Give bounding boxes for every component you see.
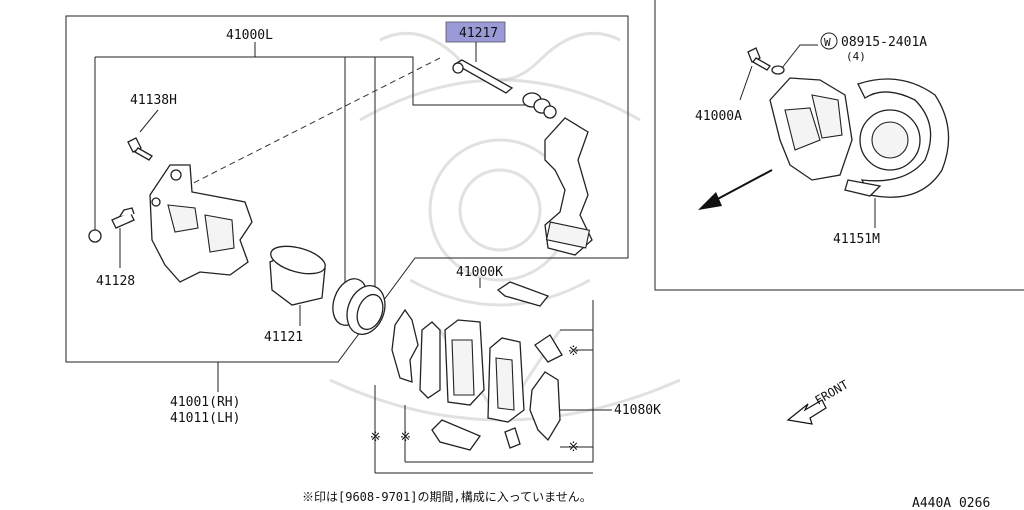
pin-axis-dashed xyxy=(149,57,441,206)
label-41001-rh[interactable]: 41001(RH) xyxy=(170,395,240,410)
pad-clip[interactable] xyxy=(496,281,550,307)
wear-indicator[interactable] xyxy=(504,334,563,449)
direction-arrow-icon xyxy=(698,169,773,210)
bolt-41138h[interactable] xyxy=(127,137,153,161)
label-41151m[interactable]: 41151M xyxy=(833,232,880,247)
brake-pad-inner[interactable] xyxy=(487,337,525,423)
piston-41121[interactable] xyxy=(268,241,328,306)
label-41011-lh[interactable]: 41011(LH) xyxy=(170,411,240,426)
pin-boot[interactable] xyxy=(522,92,557,119)
anti-squeal-plate[interactable] xyxy=(419,321,441,399)
label-41121[interactable]: 41121 xyxy=(264,330,303,345)
footnote: ※印は[9608-9701]の期間,構成に入っていません。 xyxy=(302,490,592,504)
piston-boot[interactable] xyxy=(341,280,392,339)
dust-shield[interactable] xyxy=(844,78,950,198)
inner-shim[interactable] xyxy=(529,371,561,442)
washer-mark-circle xyxy=(820,32,838,50)
label-41080k[interactable]: 41080K xyxy=(614,403,661,418)
label-washer-mark: W xyxy=(824,36,831,49)
main-frame xyxy=(65,15,629,363)
ref-mark-2: ※ xyxy=(370,430,381,445)
outer-shim[interactable] xyxy=(391,308,419,383)
caliper-pin[interactable] xyxy=(452,59,514,94)
ref-mark-3: ※ xyxy=(400,430,411,445)
caliper-body[interactable] xyxy=(149,164,253,283)
torque-member[interactable] xyxy=(544,117,593,256)
label-41217[interactable]: 41217 xyxy=(459,26,498,41)
label-41000l[interactable]: 41000L xyxy=(226,28,273,43)
right-panel-frame xyxy=(654,0,1024,291)
front-arrow-icon xyxy=(786,399,827,425)
label-41138h[interactable]: 41138H xyxy=(130,93,177,108)
bleeder-41128[interactable] xyxy=(88,207,135,243)
ref-mark-4: ※ xyxy=(568,440,579,455)
caliper-assembly-a[interactable] xyxy=(769,77,853,181)
label-41000a[interactable]: 41000A xyxy=(695,109,742,124)
pad-retainer[interactable] xyxy=(431,419,482,451)
label-41128[interactable]: 41128 xyxy=(96,274,135,289)
figure-code: A440A 0266 xyxy=(912,496,990,510)
washer[interactable] xyxy=(771,65,785,75)
label-washer-qty: (4) xyxy=(846,50,866,63)
label-41000k[interactable]: 41000K xyxy=(456,265,503,280)
label-08915-2401a[interactable]: 08915-2401A xyxy=(841,35,927,50)
brake-pad-outer[interactable] xyxy=(444,319,485,406)
label-front: FRONT xyxy=(813,377,851,407)
ref-mark-1: ※ xyxy=(568,344,579,359)
bolt-41000a[interactable] xyxy=(747,47,771,71)
